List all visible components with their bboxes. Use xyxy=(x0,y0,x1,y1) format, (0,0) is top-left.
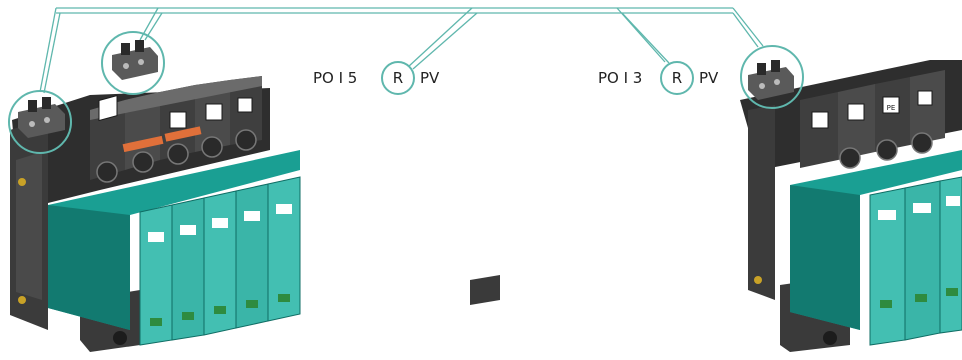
teal-modules xyxy=(139,176,301,346)
highlight-circle xyxy=(8,90,72,154)
highlight-circle xyxy=(740,45,804,109)
r-circle-icon xyxy=(381,61,415,95)
screw-icon xyxy=(754,276,762,284)
highlight-circle xyxy=(101,31,165,95)
terminal-block-icon xyxy=(18,97,65,138)
callout-prefix: PO I 5 xyxy=(313,69,357,87)
right-device: PE xyxy=(740,60,962,352)
screw-icon xyxy=(18,178,26,186)
callout-letter: R xyxy=(672,69,682,87)
terminal-row xyxy=(90,76,262,183)
pe-marking: PE xyxy=(887,104,896,112)
callout-label-1: PO I 5 R PV xyxy=(313,61,440,95)
callout-suffix: PV xyxy=(420,69,440,87)
screw-icon xyxy=(18,296,26,304)
terminal-block-icon xyxy=(748,60,794,100)
callout-prefix: PO I 3 xyxy=(598,69,642,87)
left-device xyxy=(10,40,500,352)
callout-suffix: PV xyxy=(699,69,719,87)
r-circle-icon xyxy=(660,61,694,95)
connector-wires xyxy=(39,7,764,94)
terminal-block-icon xyxy=(112,40,158,80)
callout-label-2: PO I 3 R PV xyxy=(598,61,719,95)
callout-letter: R xyxy=(393,69,403,87)
